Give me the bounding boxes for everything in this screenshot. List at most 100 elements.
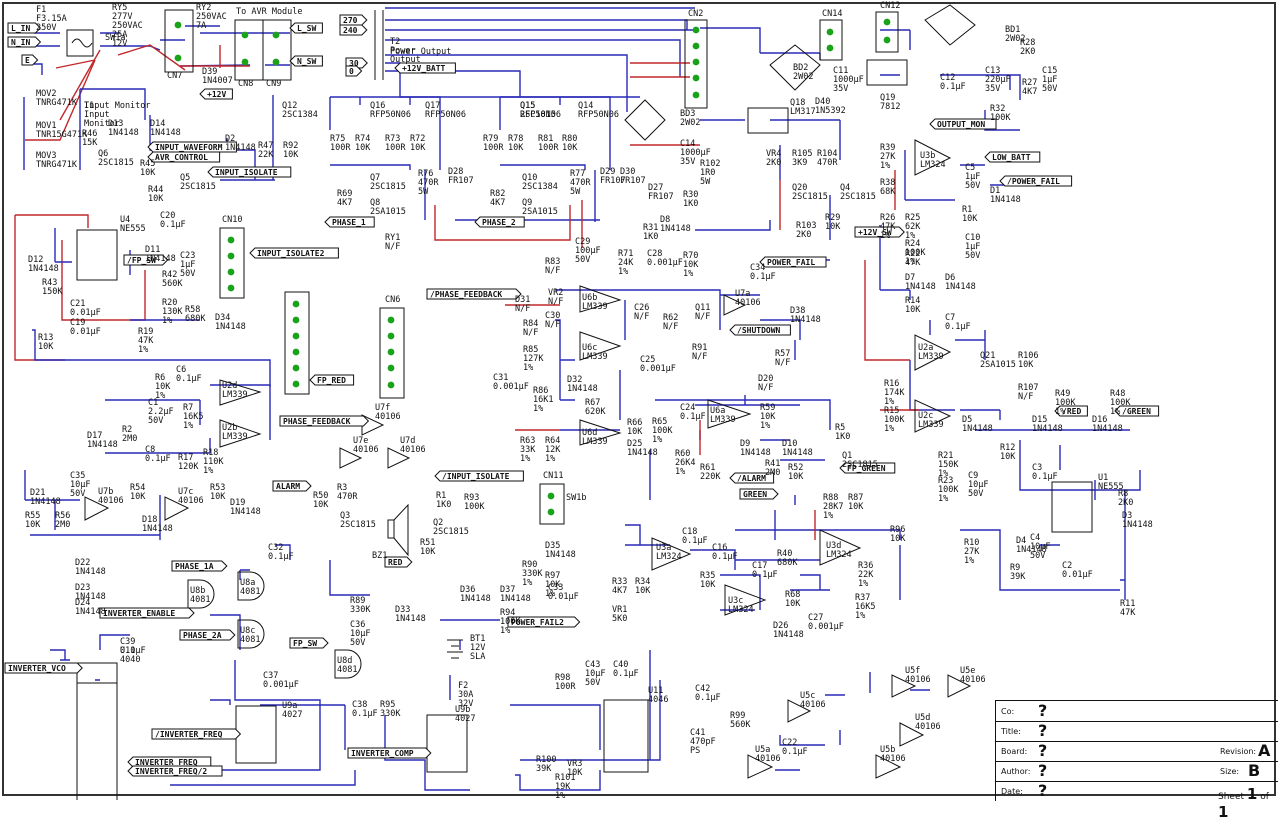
cn2-box xyxy=(284,291,310,395)
component-value: LM324 xyxy=(920,160,946,170)
component-ref: R88 xyxy=(823,493,838,503)
component-value: 4027 xyxy=(282,710,302,720)
component-ref: R87 xyxy=(848,493,863,503)
connector-pin xyxy=(174,54,182,62)
component-value: 470R xyxy=(418,178,439,188)
component-value: 1N4148 xyxy=(150,128,181,138)
connector-pin xyxy=(387,316,395,324)
component-value: 1% xyxy=(938,494,948,504)
component-value: 100K xyxy=(938,485,959,495)
connector-pin xyxy=(227,236,235,244)
component-value: 10K xyxy=(788,472,804,482)
component-value: 0.001µF xyxy=(493,382,529,392)
component-ref: U5f xyxy=(905,666,920,676)
component-ref: R86 xyxy=(533,386,548,396)
component-value: FR107 xyxy=(600,176,626,186)
component-ref: R70 xyxy=(683,251,698,261)
net-label: PHASE_1 xyxy=(324,216,375,228)
component-value: 1N4148 xyxy=(225,143,256,153)
component-label: CN2 xyxy=(688,9,703,19)
component-ref: R107 xyxy=(1018,383,1038,393)
component-value: LM324 xyxy=(826,550,852,560)
component-ref: CN9 xyxy=(266,79,281,89)
component-ref: D33 xyxy=(395,605,410,615)
component-ref: D11 xyxy=(145,245,160,255)
component-ref: R106 xyxy=(1018,351,1038,361)
schematic-canvas: L_INN_INEL_SWN_SW270240300+12V_BATT+12VI… xyxy=(4,1,1160,800)
component-ref: RY2 xyxy=(196,3,211,13)
component-ref: U10 xyxy=(120,646,135,656)
component-ref: BD1 xyxy=(1005,25,1020,35)
component-ref: R9 xyxy=(1010,563,1020,573)
component-ref: BD3 xyxy=(680,109,695,119)
component-ref: Q5 xyxy=(180,173,190,183)
component-ref: VR3 xyxy=(567,759,582,769)
component-ref: U8a xyxy=(240,578,255,588)
net-label-text: /POWER_FAIL xyxy=(1007,177,1060,186)
net-label: PHASE_2A xyxy=(179,629,236,641)
net-label-text: N_IN xyxy=(11,38,30,47)
net-label-text: FP_GREEN xyxy=(847,464,886,473)
component-ref: Q16 xyxy=(370,101,385,111)
component-value: 1N5392 xyxy=(815,106,846,116)
connector-pin xyxy=(241,31,249,39)
component-value: 2K0 xyxy=(1118,498,1133,508)
component-label: C80.1µF xyxy=(145,445,171,464)
component-value: 0.01µF xyxy=(548,592,579,602)
component-value: 5K0 xyxy=(612,614,627,624)
component-value: 2K0 xyxy=(1020,47,1035,57)
u4-ne555-box xyxy=(76,229,118,281)
component-value: 560K xyxy=(730,720,751,730)
component-ref: U8c xyxy=(240,626,255,636)
component-value: 2K0 xyxy=(796,230,811,240)
component-value: 5W xyxy=(570,187,581,197)
filter-symbol xyxy=(71,38,93,48)
component-value: 100R xyxy=(555,682,576,692)
component-value: N/F xyxy=(663,322,678,332)
component-value: 0.1µF xyxy=(1032,472,1058,482)
component-value: 10K xyxy=(785,599,801,609)
component-value: 1% xyxy=(1055,407,1065,417)
board-value: ? xyxy=(1038,741,1048,760)
component-ref: U11 xyxy=(648,686,663,696)
component-ref: R73 xyxy=(385,134,400,144)
component-value: 10K xyxy=(905,305,921,315)
connector-pin xyxy=(387,348,395,356)
component-value: N/F xyxy=(758,383,773,393)
component-ref: U6d xyxy=(582,428,597,438)
line-filter-box xyxy=(66,29,94,57)
component-ref: R91 xyxy=(692,343,707,353)
component-value: 277V xyxy=(112,12,132,22)
component-ref: R74 xyxy=(355,134,370,144)
component-value: 2.2µF xyxy=(148,407,174,417)
component-value: 40106 xyxy=(755,754,781,764)
connector-pin xyxy=(272,31,280,39)
component-value: 100K xyxy=(884,415,905,425)
component-value: 1% xyxy=(203,466,213,476)
